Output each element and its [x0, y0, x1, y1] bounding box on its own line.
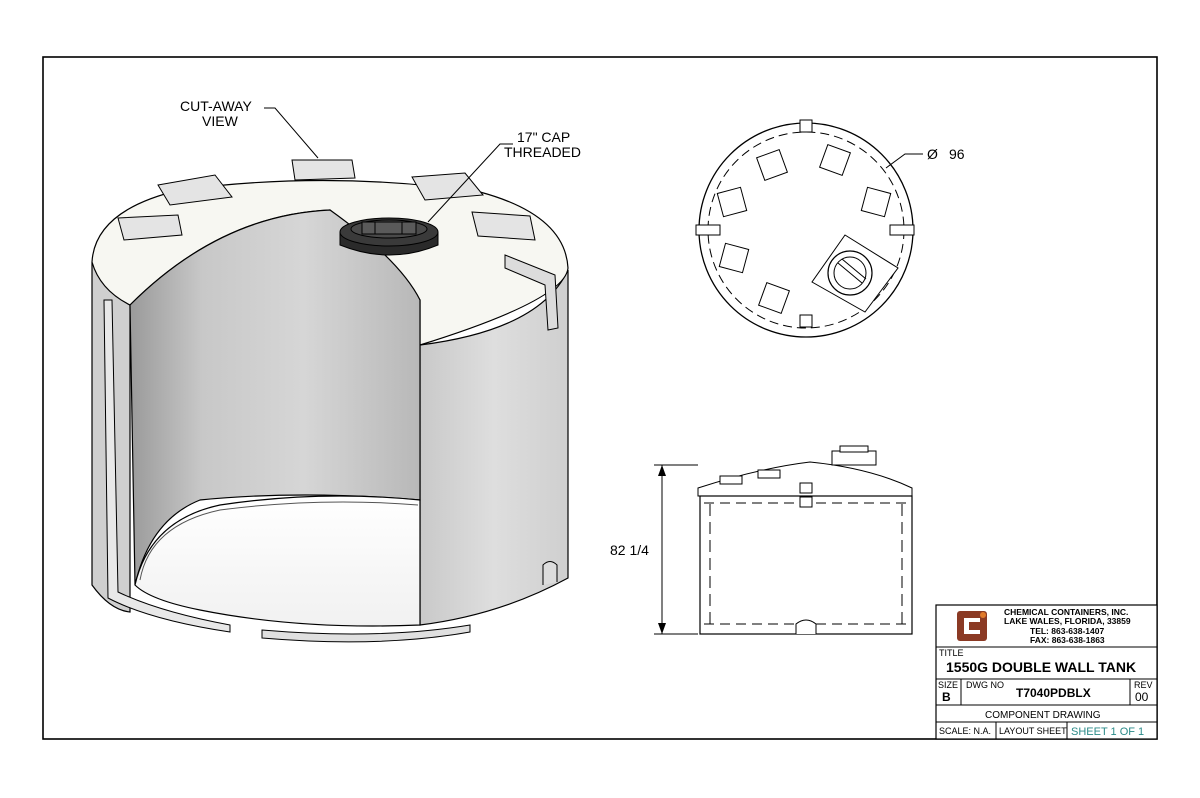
wall-cut-edge — [103, 299, 231, 633]
company-name: CHEMICAL CONTAINERS, INC. — [1004, 607, 1128, 617]
scale-label: SCALE: N.A. — [939, 726, 991, 736]
title-block — [935, 604, 1158, 740]
sheet-border — [42, 56, 1158, 740]
dwg-no-label: DWG NO — [966, 680, 1004, 690]
dwg-no-value: T7040PDBLX — [1016, 686, 1091, 700]
pad-1 — [755, 148, 789, 182]
side-lug — [504, 254, 559, 331]
bottom-rim — [261, 624, 471, 643]
pad-2 — [818, 143, 852, 177]
inner-wall — [129, 209, 421, 586]
size-value: B — [942, 690, 951, 704]
company-tel: TEL: 863-638-1407 — [1030, 626, 1104, 636]
rev-label: REV — [1134, 680, 1153, 690]
floor-edge — [139, 501, 419, 581]
diameter-leader — [885, 153, 923, 169]
top-pad-2 — [291, 159, 356, 181]
top-pad-5 — [471, 211, 536, 241]
threaded-cap — [339, 217, 439, 256]
lug-left — [695, 224, 721, 236]
top-view-outer-circle — [698, 122, 914, 338]
pad-5 — [718, 242, 750, 274]
cutaway-label-line2: VIEW — [202, 113, 239, 129]
cap-label-line2: THREADED — [504, 144, 581, 160]
title-label: TITLE — [939, 648, 964, 658]
lug-right — [889, 224, 915, 236]
rev-value: 00 — [1135, 690, 1149, 704]
cutaway-label-line1: CUT-AWAY — [180, 98, 252, 114]
company-fax: FAX: 863-638-1863 — [1030, 635, 1105, 645]
sheet-label: SHEET 1 OF 1 — [1071, 726, 1144, 738]
top-pad-1 — [157, 174, 233, 206]
size-label: SIZE — [938, 680, 958, 690]
height-value: 82 1/4 — [610, 542, 649, 558]
top-view — [695, 119, 923, 338]
side-view — [654, 445, 913, 635]
pad-6 — [757, 281, 791, 315]
layout-label: LAYOUT SHEET — [999, 726, 1067, 736]
isometric-cutaway-tank — [91, 107, 569, 643]
cap-leader — [427, 143, 513, 223]
company-city: LAKE WALES, FLORIDA, 33859 — [1004, 616, 1131, 626]
drawing-title: 1550G DOUBLE WALL TANK — [946, 659, 1136, 675]
lug-top — [799, 119, 813, 133]
cap-label-line1: 17" CAP — [517, 129, 570, 145]
diameter-symbol: Ø — [927, 146, 938, 162]
component-label: COMPONENT DRAWING — [985, 710, 1101, 721]
lug-bottom — [799, 314, 813, 328]
top-pad-3 — [411, 172, 484, 201]
pad-4 — [860, 186, 892, 218]
diameter-value: 96 — [949, 146, 965, 162]
company-logo — [957, 611, 987, 641]
bottom-notch — [542, 561, 558, 585]
top-pad-4 — [117, 214, 183, 241]
tank-floor — [134, 495, 421, 627]
side-body — [699, 495, 913, 635]
side-cap — [831, 450, 877, 466]
cutaway-leader — [264, 107, 319, 159]
pad-3 — [716, 186, 748, 218]
